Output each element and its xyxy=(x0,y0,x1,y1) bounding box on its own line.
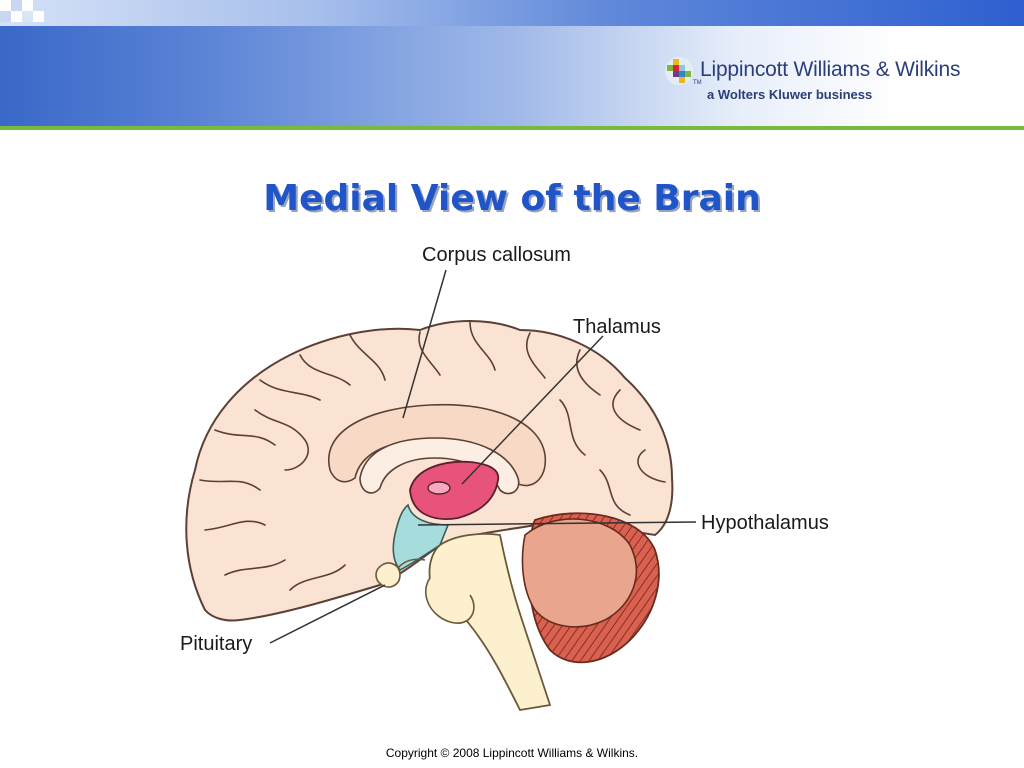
publisher-logo-icon xyxy=(665,57,693,85)
label-corpus-callosum: Corpus callosum xyxy=(422,244,571,266)
slide-header-topbar xyxy=(0,0,1024,26)
header-green-rule xyxy=(0,126,1024,130)
decor-square xyxy=(22,11,33,22)
decor-square xyxy=(11,0,22,11)
copyright-footer: Copyright © 2008 Lippincott Williams & W… xyxy=(385,746,639,760)
pituitary-stalk xyxy=(397,558,426,569)
decor-square xyxy=(0,0,11,11)
decor-square xyxy=(0,11,11,22)
pons-bulge xyxy=(425,577,475,624)
label-pituitary: Pituitary xyxy=(180,633,252,655)
cerebral-sulci xyxy=(199,321,666,591)
label-thalamus: Thalamus xyxy=(573,316,661,338)
leader-lines xyxy=(269,269,697,644)
hypothalamus-shape xyxy=(392,503,450,572)
decor-square xyxy=(22,0,33,11)
thalamus-inner-oval xyxy=(427,481,451,495)
cingulate-gyrus xyxy=(327,403,547,487)
label-hypothalamus: Hypothalamus xyxy=(701,512,829,534)
slide-title: Medial View of the Brain xyxy=(263,178,761,219)
thalamus-shape xyxy=(409,460,500,520)
pituitary-shape xyxy=(375,562,401,588)
corpus-callosum-shape xyxy=(359,437,520,495)
decor-square xyxy=(33,11,44,22)
trademark-mark: TM xyxy=(693,80,702,86)
cerebellum-white-matter xyxy=(521,518,638,628)
publisher-tagline: a Wolters Kluwer business xyxy=(707,87,873,102)
decor-square xyxy=(11,11,22,22)
publisher-name: Lippincott Williams & Wilkins xyxy=(700,58,961,81)
